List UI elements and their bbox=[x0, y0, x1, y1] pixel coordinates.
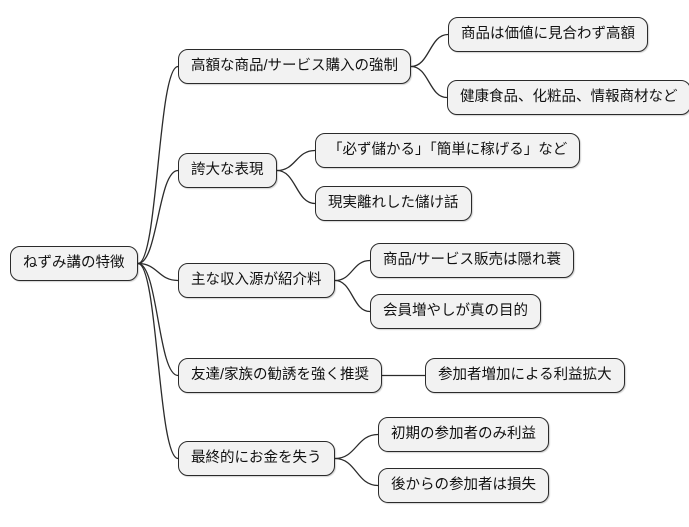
node-branch-high-price-products[interactable]: 高額な商品/サービス購入の強制 bbox=[178, 49, 412, 84]
connector-line bbox=[137, 262, 179, 377]
connector-line bbox=[276, 169, 316, 205]
node-leaf-early-members-profit[interactable]: 初期の参加者のみ利益 bbox=[378, 417, 549, 452]
connector-line bbox=[137, 262, 179, 460]
connector-line bbox=[334, 259, 371, 282]
node-leaf-guaranteed-profit-phrases[interactable]: 「必ず儲かる」「簡単に稼げる」など bbox=[315, 133, 581, 168]
connector-line bbox=[410, 33, 449, 68]
node-branch-exaggerated-claims[interactable]: 誇大な表現 bbox=[178, 153, 277, 188]
connector-line bbox=[276, 149, 316, 172]
node-leaf-profit-from-more-members[interactable]: 参加者増加による利益拡大 bbox=[425, 358, 625, 393]
connector-line bbox=[137, 262, 179, 282]
node-root[interactable]: ねずみ講の特徴 bbox=[10, 246, 138, 281]
connector-line bbox=[410, 65, 448, 99]
connector-line bbox=[137, 169, 179, 265]
node-leaf-late-members-lose[interactable]: 後からの参加者は損失 bbox=[378, 468, 549, 503]
node-branch-referral-income[interactable]: 主な収入源が紹介料 bbox=[178, 263, 335, 298]
node-leaf-recruiting-true-goal[interactable]: 会員増やしが真の目的 bbox=[370, 294, 541, 329]
connector-line bbox=[334, 433, 379, 460]
node-leaf-unrealistic-money-stories[interactable]: 現実離れした儲け話 bbox=[315, 186, 472, 221]
node-branch-recruit-friends-family[interactable]: 友達/家族の勧誘を強く推奨 bbox=[178, 358, 383, 393]
connector-line bbox=[334, 457, 379, 487]
node-leaf-product-examples[interactable]: 健康食品、化粧品、情報商材など bbox=[447, 80, 689, 115]
node-branch-lose-money-eventually[interactable]: 最終的にお金を失う bbox=[178, 441, 335, 476]
connector-line bbox=[137, 65, 179, 265]
node-leaf-overpriced-goods[interactable]: 商品は価値に見合わず高額 bbox=[448, 17, 648, 52]
node-leaf-sales-as-coverup[interactable]: 商品/サービス販売は隠れ蓑 bbox=[370, 243, 575, 278]
connector-line bbox=[334, 279, 371, 313]
